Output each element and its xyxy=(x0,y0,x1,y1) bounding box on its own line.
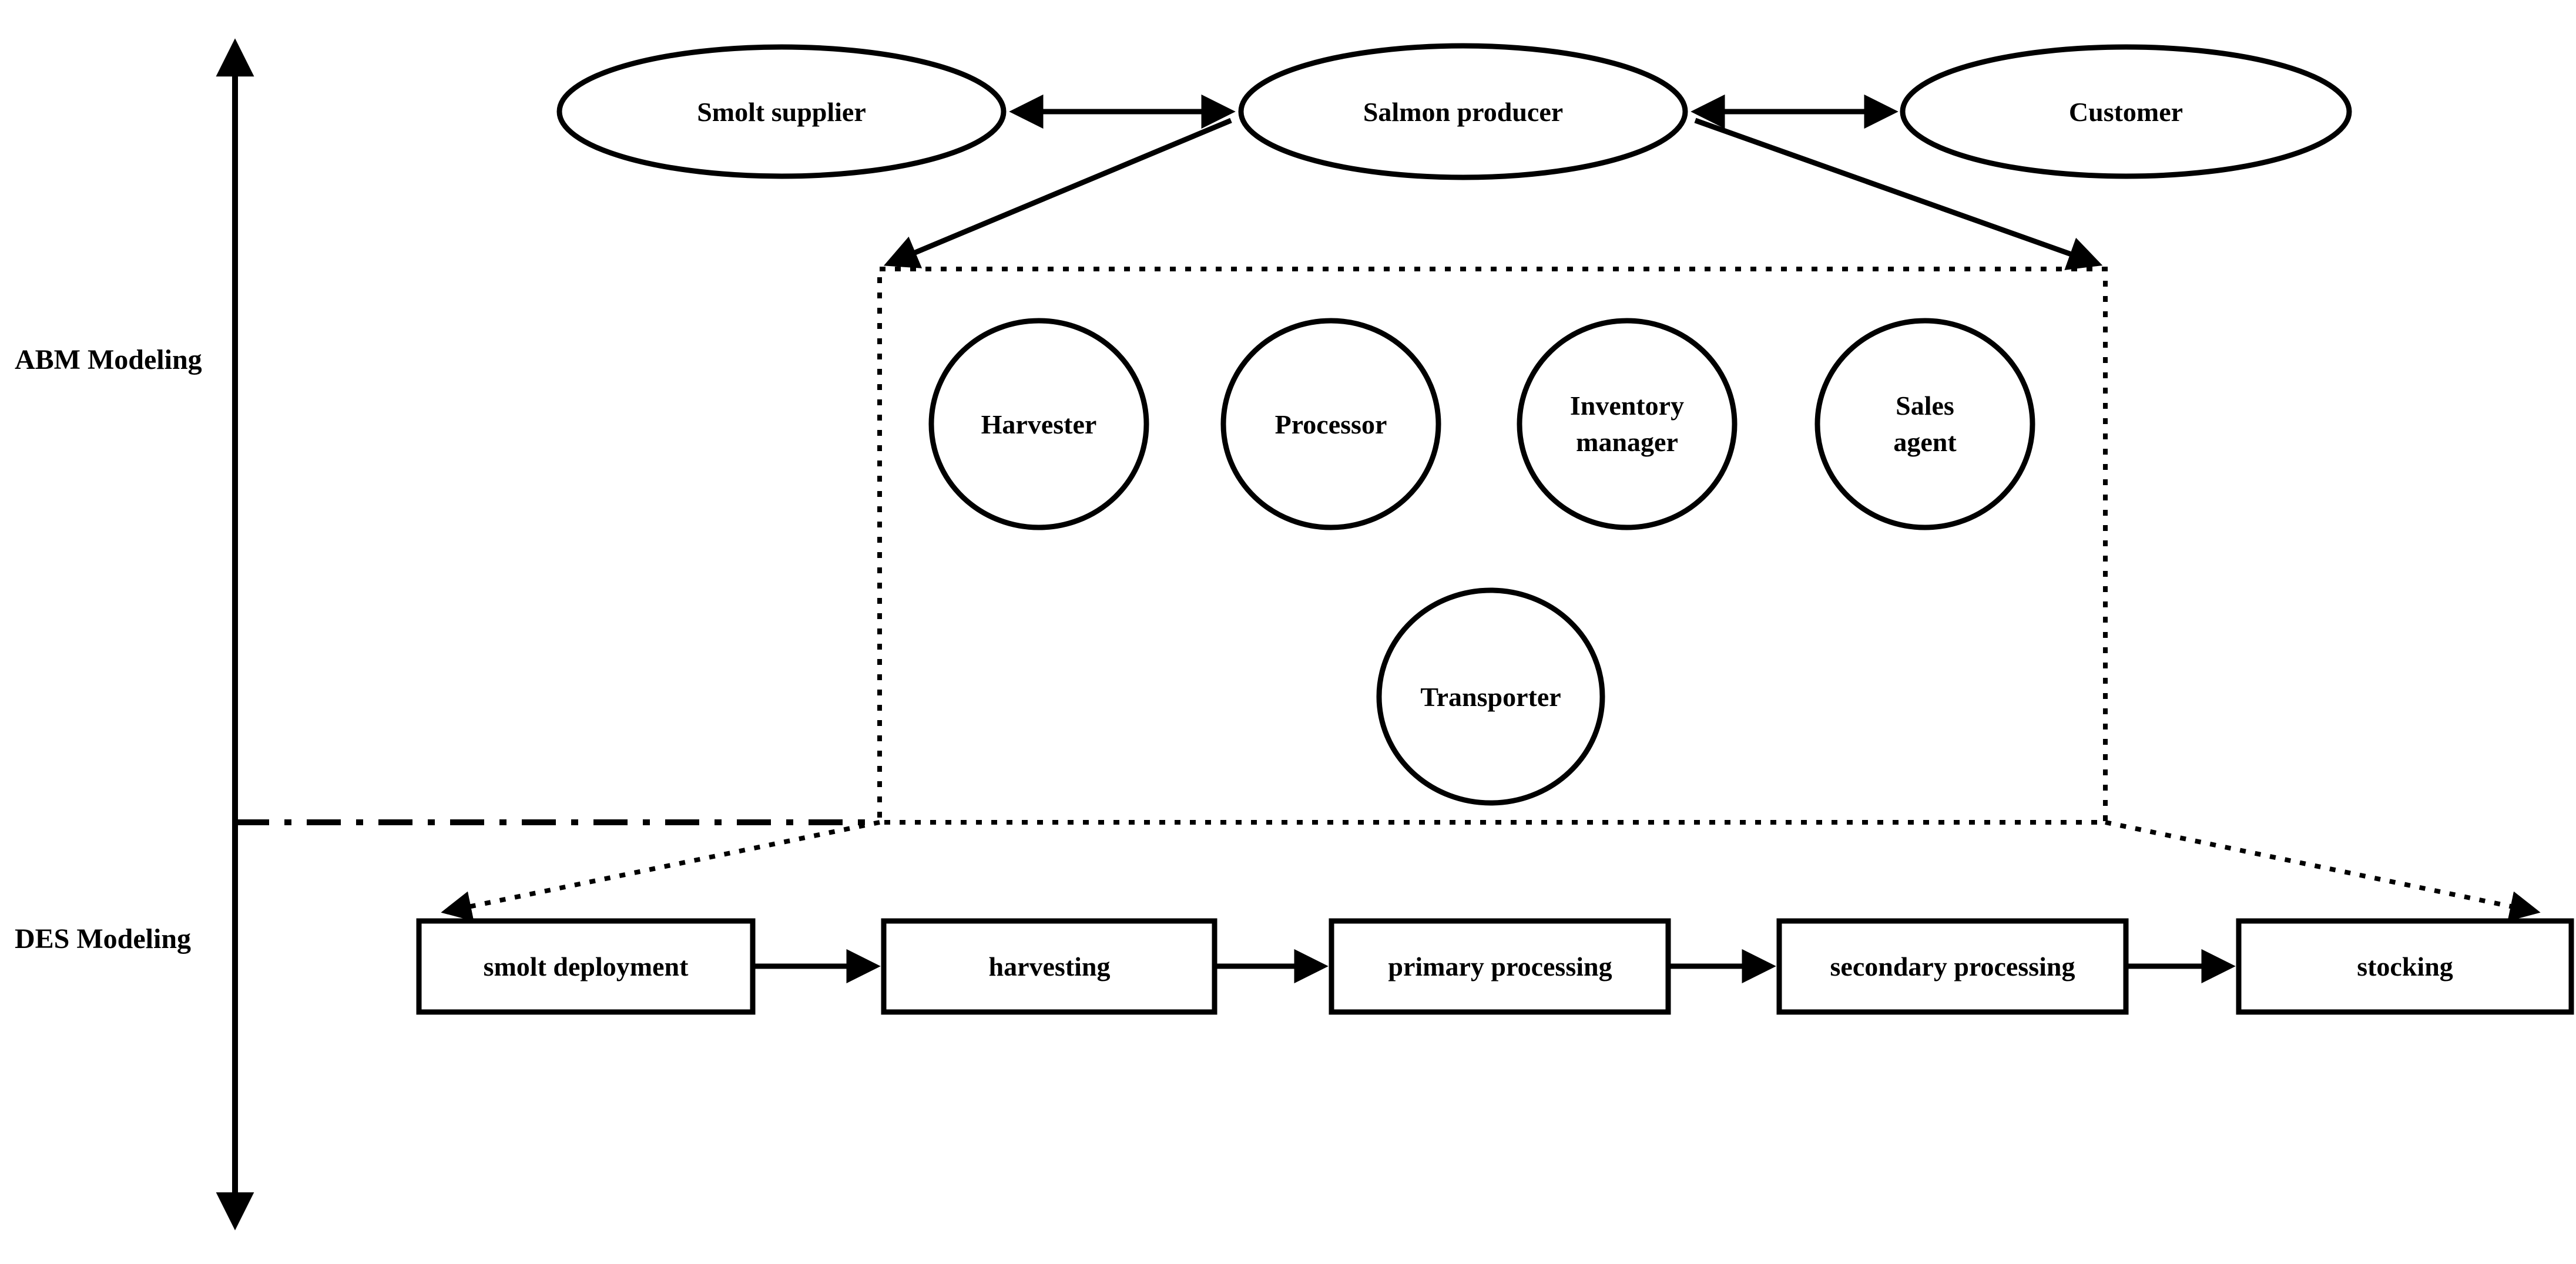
abm-to-des-right-dotted-arrow xyxy=(2105,820,2541,922)
inventory-manager-label-line2: manager xyxy=(1576,427,1678,457)
processor-label: Processor xyxy=(1275,409,1387,439)
smolt-supplier-ellipse xyxy=(556,44,1007,179)
smolt-deployment-box xyxy=(416,918,756,1015)
customer-label: Customer xyxy=(2069,97,2183,127)
processor-circle xyxy=(1220,318,1441,530)
abm-dotted-boundary xyxy=(877,267,2108,825)
harvesting-label: harvesting xyxy=(989,952,1111,981)
secondary-processing-box xyxy=(1776,918,2129,1015)
des-modeling-label: DES Modeling xyxy=(15,923,191,954)
salmon-producer-to-abm-left-arrow xyxy=(883,117,1232,268)
primary-processing-box xyxy=(1329,918,1671,1015)
sales-agent-label-line1: Sales xyxy=(1896,391,1954,421)
harvester-circle xyxy=(928,318,1149,530)
transporter-label: Transporter xyxy=(1420,682,1561,712)
stocking-label: stocking xyxy=(2357,952,2453,981)
sales-agent-label-line2: agent xyxy=(1893,427,1957,457)
smolt-supplier-label: Smolt supplier xyxy=(697,97,866,127)
inventory-manager-label-line1: Inventory xyxy=(1570,391,1684,421)
inventory-manager-circle xyxy=(1517,318,1738,530)
stocking-box xyxy=(2236,918,2574,1015)
primary-processing-label: primary processing xyxy=(1388,952,1612,981)
supply-chain-row: Smolt supplier Salmon producer Customer xyxy=(556,43,2352,270)
smolt-deployment-label: smolt deployment xyxy=(484,952,689,981)
salmon-producer-label: Salmon producer xyxy=(1363,97,1563,127)
secondary-processing-label: secondary processing xyxy=(1830,952,2075,981)
sales-agent-circle xyxy=(1814,318,2035,530)
des-region: smolt deployment harvesting primary proc… xyxy=(416,820,2574,1015)
modeling-axis: ABM Modeling DES Modeling xyxy=(15,38,880,1231)
abm-to-des-left-dotted-arrow xyxy=(441,820,880,922)
customer-ellipse xyxy=(1900,44,2352,179)
harvester-label: Harvester xyxy=(981,409,1097,439)
salmon-producer-to-abm-right-arrow xyxy=(1694,117,2103,270)
harvesting-box xyxy=(881,918,1217,1015)
salmon-producer-ellipse xyxy=(1238,43,1688,180)
abm-region: Harvester Processor Inventory manager Sa… xyxy=(877,267,2108,825)
transporter-circle xyxy=(1376,587,1605,806)
abm-modeling-label: ABM Modeling xyxy=(15,344,202,375)
